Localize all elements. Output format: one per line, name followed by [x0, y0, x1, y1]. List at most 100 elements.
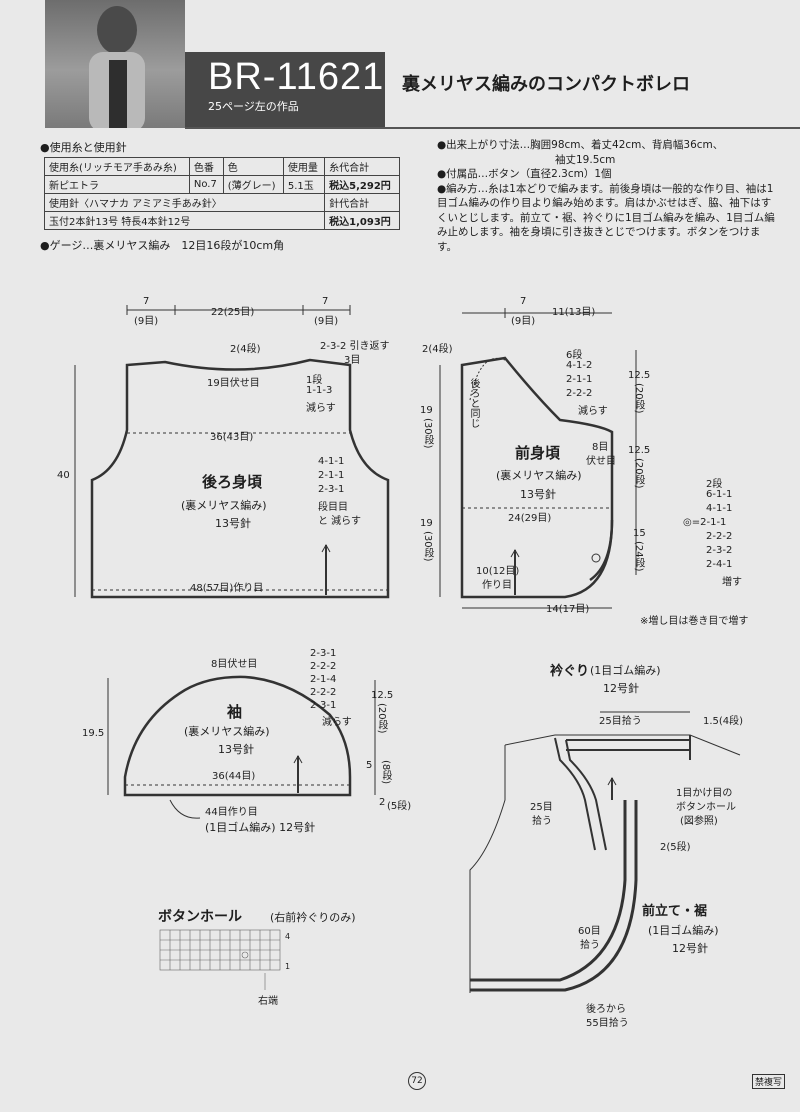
buttonhole-note3: (図参照) [680, 816, 718, 827]
sleeve-r3-sub: (5段) [387, 801, 412, 812]
front-dec3: 2-1-1 [566, 374, 593, 385]
band-pick-55b: 55目拾う [586, 1018, 629, 1029]
back-width-right-sub: (9目) [314, 316, 339, 327]
sleeve-title: 袖 [227, 703, 243, 721]
sleeve-r1: 12.5 [371, 690, 394, 701]
sleeve-dec1: 2-3-1 [310, 648, 337, 659]
front-width-1: 7 [520, 296, 527, 307]
sleeve-r3: 2 [379, 797, 386, 808]
back-neck-step2: 1-1-3 [306, 385, 333, 396]
yarn-heading: ●使用糸と使用針 [40, 141, 127, 154]
buttonhole-row4: 4 [285, 932, 291, 941]
instructions: ●出来上がり寸法…胸囲98cm、着丈42cm、背肩幅36cm、 袖丈19.5cm… [437, 138, 777, 254]
front-width: 24(29目) [508, 513, 552, 524]
sleeve-dec4: 2-2-2 [310, 687, 337, 698]
front-r2: 12.5 [628, 445, 651, 456]
yarn-table: 使用糸(リッチモア手あみ糸) 色番 色 使用量 糸代合計 新ピエトラ No.7 … [43, 157, 400, 230]
code-banner [185, 52, 385, 128]
back-neck-depth: 2(4段) [230, 344, 261, 355]
buttonhole-grid [159, 929, 281, 990]
page-reference: 25ページ左の作品 [208, 100, 299, 113]
back-height: 40 [57, 470, 70, 481]
front-body-shape [439, 308, 637, 609]
sleeve-bind: 8目伏せ目 [211, 659, 258, 670]
finished-size-sleeve: 袖丈19.5cm [555, 153, 616, 166]
band-pick-60: 60目 [578, 926, 601, 937]
front-body-stitch: (裏メリヤス編み) [496, 469, 582, 482]
sleeve-stitch: (裏メリヤス編み) [184, 725, 270, 738]
front-inc8: 増す [722, 577, 742, 588]
front-bind: 8目 [592, 442, 609, 453]
sleeve-cast: 44目作り目 [205, 807, 258, 818]
finished-size: ●出来上がり寸法…胸囲98cm、着丈42cm、背肩幅36cm、 [437, 139, 724, 151]
front-r2-sub: (20段) [633, 458, 644, 489]
sleeve-height: 19.5 [82, 728, 105, 739]
front-body-title: 前身頃 [515, 444, 561, 462]
back-arm2: 2-1-1 [318, 470, 345, 481]
model-photo [45, 0, 185, 128]
header-divider [185, 127, 800, 129]
sleeve-width: 36(44目) [212, 771, 256, 782]
front-h1-sub: (30段) [422, 418, 433, 449]
pattern-title: 裏メリヤス編みのコンパクトボレロ [402, 74, 690, 95]
neckband-title: 衿ぐり [550, 664, 590, 679]
front-inc4: ◎=2-1-1 [683, 517, 727, 528]
sleeve-dec5: 2-3-1 [310, 700, 337, 711]
sleeve-dec3: 2-1-4 [310, 674, 337, 685]
front-width-1-sub: (9目) [511, 316, 536, 327]
front-band-needle: 12号針 [672, 942, 708, 955]
back-chest: 36(43目) [210, 432, 254, 443]
front-dec5: 減らす [578, 406, 608, 417]
buttonhole-title: ボタンホール [158, 909, 242, 925]
sleeve-needle: 13号針 [218, 743, 254, 756]
back-body-title: 後ろ身頃 [202, 473, 263, 491]
front-r1-sub: (20段) [633, 383, 644, 414]
front-inc6: 2-3-2 [706, 545, 733, 556]
buttonhole-edge: 右端 [258, 996, 278, 1007]
front-dec: 6段 [566, 350, 583, 361]
front-dec2: 4-1-2 [566, 360, 593, 371]
knitting-method: ●編み方…糸は1本どりで編みます。前後身頃は一般的な作り目、袖は1目ゴム編みの作… [437, 182, 775, 253]
neckband-height: 1.5(4段) [703, 716, 744, 727]
pattern-code: BR-11621 [208, 56, 385, 98]
back-arm5: と 減らす [318, 516, 361, 527]
back-arm: 4-1-1 [318, 456, 345, 467]
band-pick-60b: 拾う [580, 940, 600, 951]
neckband-pick2: 25目 [530, 802, 553, 813]
front-inc3: 4-1-1 [706, 503, 733, 514]
needle-total: 税込1,093円 [324, 211, 400, 230]
sleeve-r1-sub: (20段) [376, 703, 387, 734]
sleeve-r2: 5 [366, 760, 373, 771]
front-r1: 12.5 [628, 370, 651, 381]
front-inc: 2段 [706, 479, 723, 490]
no-copy-mark: 禁複写 [752, 1074, 786, 1089]
front-width-2: 11(13目) [552, 307, 596, 318]
back-width-mid: 22(25目) [211, 307, 255, 318]
band-pick-55: 後ろから [586, 1004, 626, 1015]
back-neck-dec: 2-3-2 引き返す [320, 341, 390, 352]
back-width-left: 7 [143, 296, 150, 307]
front-inc2: 6-1-1 [706, 489, 733, 500]
front-r3: 15 [633, 528, 646, 539]
accessories: ●付属品…ボタン（直径2.3cm）1個 [437, 168, 612, 180]
back-width-right: 7 [322, 296, 329, 307]
buttonhole-note: 1目かけ目の [676, 788, 733, 799]
back-body-shape [74, 305, 390, 599]
front-r3-sub: (24段) [633, 541, 644, 572]
front-inc5: 2-2-2 [706, 531, 733, 542]
buttonhole-note2: ボタンホール [676, 802, 736, 813]
back-body-needle: 13号針 [215, 517, 251, 530]
model-silhouette [89, 6, 145, 128]
sleeve-cast2: (1目ゴム編み) 12号針 [205, 821, 316, 834]
front-cast2: 作り目 [482, 580, 512, 591]
front-inc7: 2-4-1 [706, 559, 733, 570]
front-increase-note: ※増し目は巻き目で増す [640, 616, 749, 627]
buttonhole-subtitle: (右前衿ぐりのみ) [270, 911, 356, 924]
back-neck-step: 1段 [306, 375, 323, 386]
page-number: 72 [408, 1072, 426, 1090]
back-cast-on: 48(57目)作り目 [190, 583, 264, 594]
front-h1: 19 [420, 405, 433, 416]
back-body-stitch: (裏メリヤス編み) [181, 499, 267, 512]
front-band-stitch: (1目ゴム編み) [648, 924, 719, 937]
